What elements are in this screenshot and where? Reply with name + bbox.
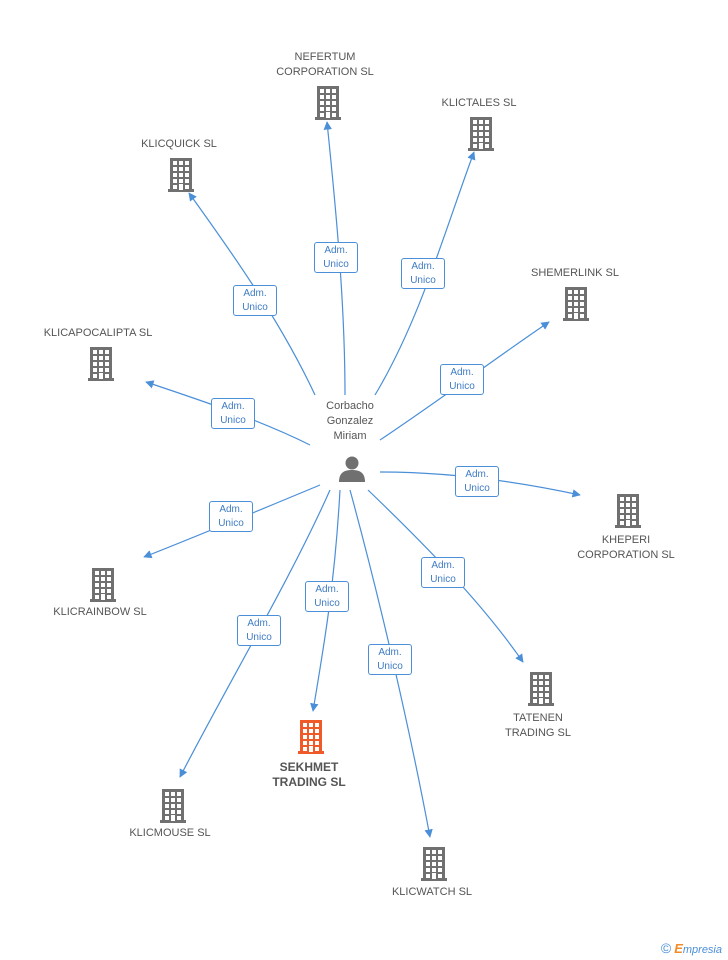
- role-line-2: Unico: [449, 381, 475, 392]
- brand-logo-text: mpresia: [682, 944, 722, 956]
- building-icon[interactable]: [421, 847, 447, 886]
- building-icon[interactable]: [160, 789, 186, 828]
- company-label-line: KLICMOUSE SL: [129, 827, 211, 839]
- company-label-klicquick[interactable]: KLICQUICK SL: [99, 137, 259, 152]
- company-label-klictales[interactable]: KLICTALES SL: [399, 96, 559, 111]
- role-line-1: Adm.: [378, 647, 402, 658]
- role-line-2: Unico: [314, 598, 340, 609]
- company-label-nefertum[interactable]: NEFERTUM CORPORATION SL: [245, 50, 405, 80]
- company-label-line: CORPORATION SL: [276, 66, 374, 78]
- role-box-klicmouse: Adm. Unico: [237, 615, 281, 646]
- role-box-klicrainbow: Adm. Unico: [209, 501, 253, 532]
- role-line-1: Adm.: [315, 584, 339, 595]
- building-icon[interactable]: [168, 158, 194, 197]
- company-label-klicwatch[interactable]: KLICWATCH SL: [352, 885, 512, 900]
- role-box-tatenen: Adm. Unico: [421, 557, 465, 588]
- company-label-klicmouse[interactable]: KLICMOUSE SL: [90, 826, 250, 841]
- role-line-2: Unico: [242, 302, 268, 313]
- person-icon[interactable]: [338, 454, 366, 487]
- company-label-klicapocalipta[interactable]: KLICAPOCALIPTA SL: [18, 326, 178, 341]
- company-label-line: KLICRAINBOW SL: [53, 606, 147, 618]
- company-label-klicrainbow[interactable]: KLICRAINBOW SL: [20, 605, 180, 620]
- company-label-shemerlink[interactable]: SHEMERLINK SL: [495, 266, 655, 281]
- role-line-2: Unico: [430, 574, 456, 585]
- role-line-1: Adm.: [411, 261, 435, 272]
- role-line-2: Unico: [464, 483, 490, 494]
- person-name-line: Gonzalez: [326, 415, 374, 427]
- company-label-line: CORPORATION SL: [577, 549, 675, 561]
- company-label-line: TRADING SL: [504, 727, 571, 739]
- role-box-sekhmet: Adm. Unico: [305, 581, 349, 612]
- role-box-kheperi: Adm. Unico: [455, 466, 499, 497]
- role-box-klicapocalipta: Adm. Unico: [211, 398, 255, 429]
- role-line-1: Adm.: [221, 401, 245, 412]
- person-name-line: Miriam: [333, 430, 367, 442]
- company-label-line: KLICAPOCALIPTA SL: [43, 327, 153, 339]
- role-line-2: Unico: [218, 518, 244, 529]
- role-line-1: Adm.: [450, 367, 474, 378]
- company-label-line: KHEPERI: [601, 534, 651, 546]
- company-label-line: TRADING SL: [272, 775, 346, 789]
- role-line-1: Adm.: [247, 618, 271, 629]
- role-box-shemerlink: Adm. Unico: [440, 364, 484, 395]
- building-icon[interactable]: [88, 347, 114, 386]
- role-box-nefertum: Adm. Unico: [314, 242, 358, 273]
- role-box-klictales: Adm. Unico: [401, 258, 445, 289]
- footer-brand: © Empresia: [661, 940, 722, 956]
- company-label-line: SHEMERLINK SL: [530, 267, 620, 279]
- brand-logo-initial: E: [674, 941, 683, 956]
- role-line-1: Adm.: [465, 469, 489, 480]
- company-label-line: KLICQUICK SL: [141, 138, 217, 150]
- role-line-1: Adm.: [243, 288, 267, 299]
- company-label-line: KLICTALES SL: [441, 97, 517, 109]
- company-label-line: TATENEN: [513, 712, 563, 724]
- role-line-2: Unico: [410, 275, 436, 286]
- company-label-tatenen[interactable]: TATENEN TRADING SL: [458, 711, 618, 741]
- person-name: Corbacho Gonzalez Miriam: [305, 399, 395, 444]
- building-icon[interactable]: [615, 494, 641, 533]
- company-label-line: KLICWATCH SL: [391, 886, 473, 898]
- role-line-2: Unico: [220, 415, 246, 426]
- company-label-kheperi[interactable]: KHEPERI CORPORATION SL: [546, 533, 706, 563]
- company-label-line: SEKHMET: [279, 760, 339, 774]
- role-line-2: Unico: [246, 632, 272, 643]
- building-icon[interactable]: [90, 568, 116, 607]
- building-icon[interactable]: [528, 672, 554, 711]
- role-line-2: Unico: [377, 661, 403, 672]
- role-box-klicquick: Adm. Unico: [233, 285, 277, 316]
- role-line-1: Adm.: [431, 560, 455, 571]
- role-line-1: Adm.: [324, 245, 348, 256]
- role-box-klicwatch: Adm. Unico: [368, 644, 412, 675]
- role-line-1: Adm.: [219, 504, 243, 515]
- company-label-line: NEFERTUM: [294, 51, 356, 63]
- building-icon[interactable]: [468, 117, 494, 156]
- building-icon[interactable]: [315, 86, 341, 125]
- role-line-2: Unico: [323, 259, 349, 270]
- building-icon[interactable]: [563, 287, 589, 326]
- person-name-line: Corbacho: [326, 400, 374, 412]
- building-icon[interactable]: [298, 720, 324, 759]
- copyright-icon: ©: [660, 940, 672, 956]
